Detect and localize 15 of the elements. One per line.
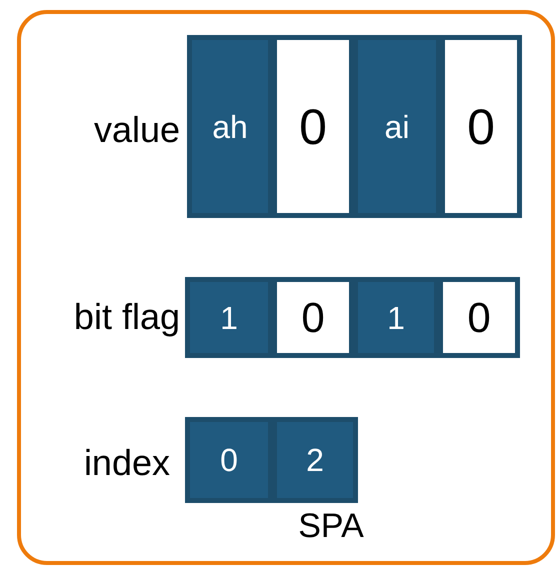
array-cell: 0	[440, 35, 522, 218]
array-cell: 0	[438, 277, 520, 358]
array-cell: 1	[353, 277, 439, 358]
array-cell: 0	[185, 417, 273, 503]
array-cell: ai	[353, 35, 441, 218]
array-cell: ah	[187, 35, 273, 218]
array-cell: 2	[272, 417, 358, 503]
row-label: value	[92, 108, 180, 152]
row-label: index	[82, 441, 170, 485]
array-cell: 0	[272, 277, 354, 358]
array-cell: 0	[272, 35, 354, 218]
array-caption: SPA	[297, 507, 365, 546]
array-cell: 1	[185, 277, 273, 358]
row-label: bit flag	[72, 295, 180, 339]
container-box	[17, 10, 555, 565]
